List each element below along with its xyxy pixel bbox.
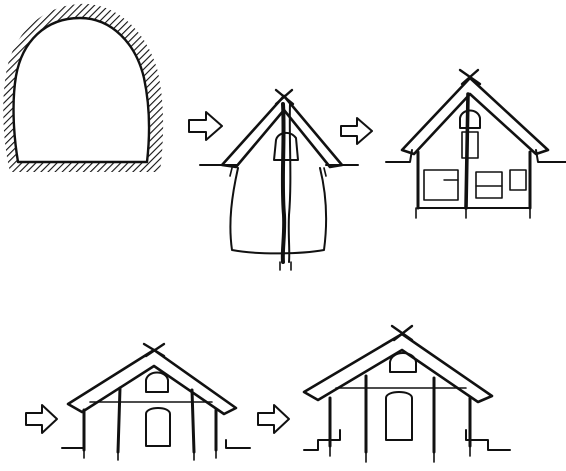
stage-raised-platform-dwelling	[304, 326, 510, 462]
arrow-pit-to-shallow-pit	[341, 118, 372, 144]
doorway	[146, 408, 170, 446]
gable-opening	[460, 111, 480, 129]
ground-line	[62, 440, 84, 448]
stage-cave-shelter	[3, 4, 163, 172]
dwelling-pit	[230, 168, 326, 253]
thatched-roof	[68, 350, 236, 414]
doorway	[386, 392, 412, 440]
ground-line	[304, 430, 340, 450]
ground-line	[466, 430, 510, 450]
gable-window	[146, 373, 168, 393]
roof-ridge-crossed-poles	[392, 326, 412, 340]
gable-window	[390, 353, 416, 372]
arrow-shallow-pit-to-low-wall	[26, 405, 57, 433]
roof-ridge-crossed-poles	[276, 90, 293, 104]
dwelling-pit	[418, 170, 530, 208]
stage-shallow-pit-dwelling	[386, 70, 566, 218]
stage-pit-dwelling-tall-pit	[200, 90, 358, 270]
ground-line	[226, 440, 250, 448]
wall-post-inner-right	[192, 390, 194, 452]
roof-ridge-crossed-poles	[144, 344, 164, 356]
central-post	[283, 104, 284, 262]
gable-opening	[274, 133, 298, 160]
thatched-roof	[402, 78, 548, 154]
wall-post-inner-left	[118, 388, 120, 452]
stage-low-wall-dwelling	[62, 344, 250, 460]
roof-ridge-crossed-poles	[460, 70, 480, 84]
arrow-cave-to-pit-dwelling	[189, 112, 222, 140]
arrow-low-wall-to-raised	[258, 405, 289, 433]
